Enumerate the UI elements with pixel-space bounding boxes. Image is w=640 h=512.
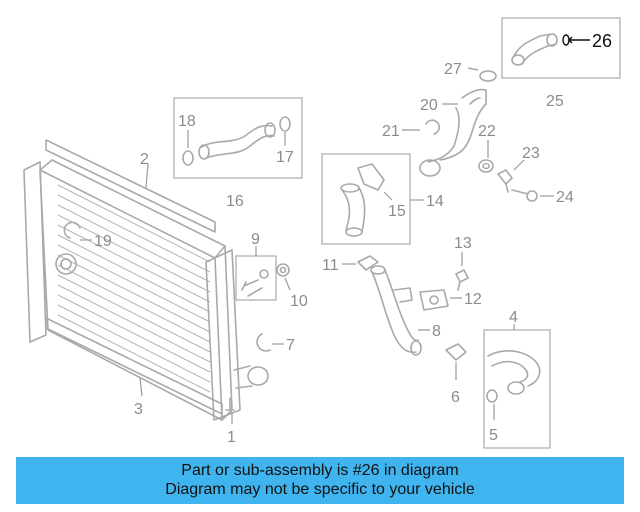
bracket-15-icon [357,163,385,191]
ring-19-icon [63,221,81,239]
intercooler-core [23,139,269,421]
callout-18: 18 [178,113,196,130]
callout-14: 14 [426,193,444,210]
clamp-7-icon [256,333,271,352]
callout-15: 15 [388,203,406,220]
callout-25: 25 [546,93,564,110]
hose-25-icon [511,33,558,66]
callout-20: 20 [420,97,438,114]
callout-16: 16 [226,193,244,210]
seal-22-icon [478,159,494,173]
callout-9: 9 [251,231,260,248]
sensor-23-icon [497,169,513,193]
pipe-20-icon [419,88,487,177]
callout-21: 21 [382,123,400,140]
info-banner: Part or sub-assembly is #26 in diagram D… [16,457,624,504]
o-ring-18-icon [182,150,194,166]
callout-4: 4 [509,309,518,326]
hose-4-icon [487,350,541,395]
o-ring-5-icon [486,389,498,403]
callout-6: 6 [451,389,460,406]
hose-8-icon [370,265,422,356]
o-ring-17-icon [279,116,291,132]
screw-24-icon [511,189,538,202]
banner-line-1: Part or sub-assembly is #26 in diagram [181,462,459,479]
callout-13: 13 [454,235,472,252]
callout-11: 11 [322,257,339,274]
callout-10: 10 [290,293,308,310]
callout-26: 26 [592,31,612,51]
parts-diagram: 2 3 1 19 18 17 16 9 10 7 [23,17,621,449]
box-25 [501,17,621,79]
callout-24: 24 [556,189,574,206]
box-16 [173,97,303,179]
callout-27: 27 [444,61,462,78]
callout-7: 7 [286,337,295,354]
callout-2: 2 [140,151,149,168]
callout-23: 23 [522,145,540,162]
callout-12: 12 [464,291,482,308]
callout-3: 3 [134,401,143,418]
banner-line-2: Diagram may not be specific to your vehi… [165,481,475,498]
box-14 [321,153,411,245]
callout-22: 22 [478,123,496,140]
clamp-27-icon [479,70,497,82]
callout-1: 1 [227,429,236,446]
clamp-11-icon [357,255,379,271]
callout-19: 19 [94,233,112,250]
callout-17: 17 [276,149,294,166]
clamp-21-icon [425,119,440,135]
box-4 [483,329,551,449]
flange-12-icon [419,289,449,311]
hose-16-icon [198,122,276,160]
bolts-9-icon [241,269,269,297]
hose-15-icon [340,183,366,237]
bolt-13-icon [455,269,469,291]
box-9 [235,255,277,301]
clamp-6-icon [445,343,467,361]
callout-5: 5 [489,427,498,444]
callout-8: 8 [432,323,441,340]
nut-10-icon [276,263,290,277]
